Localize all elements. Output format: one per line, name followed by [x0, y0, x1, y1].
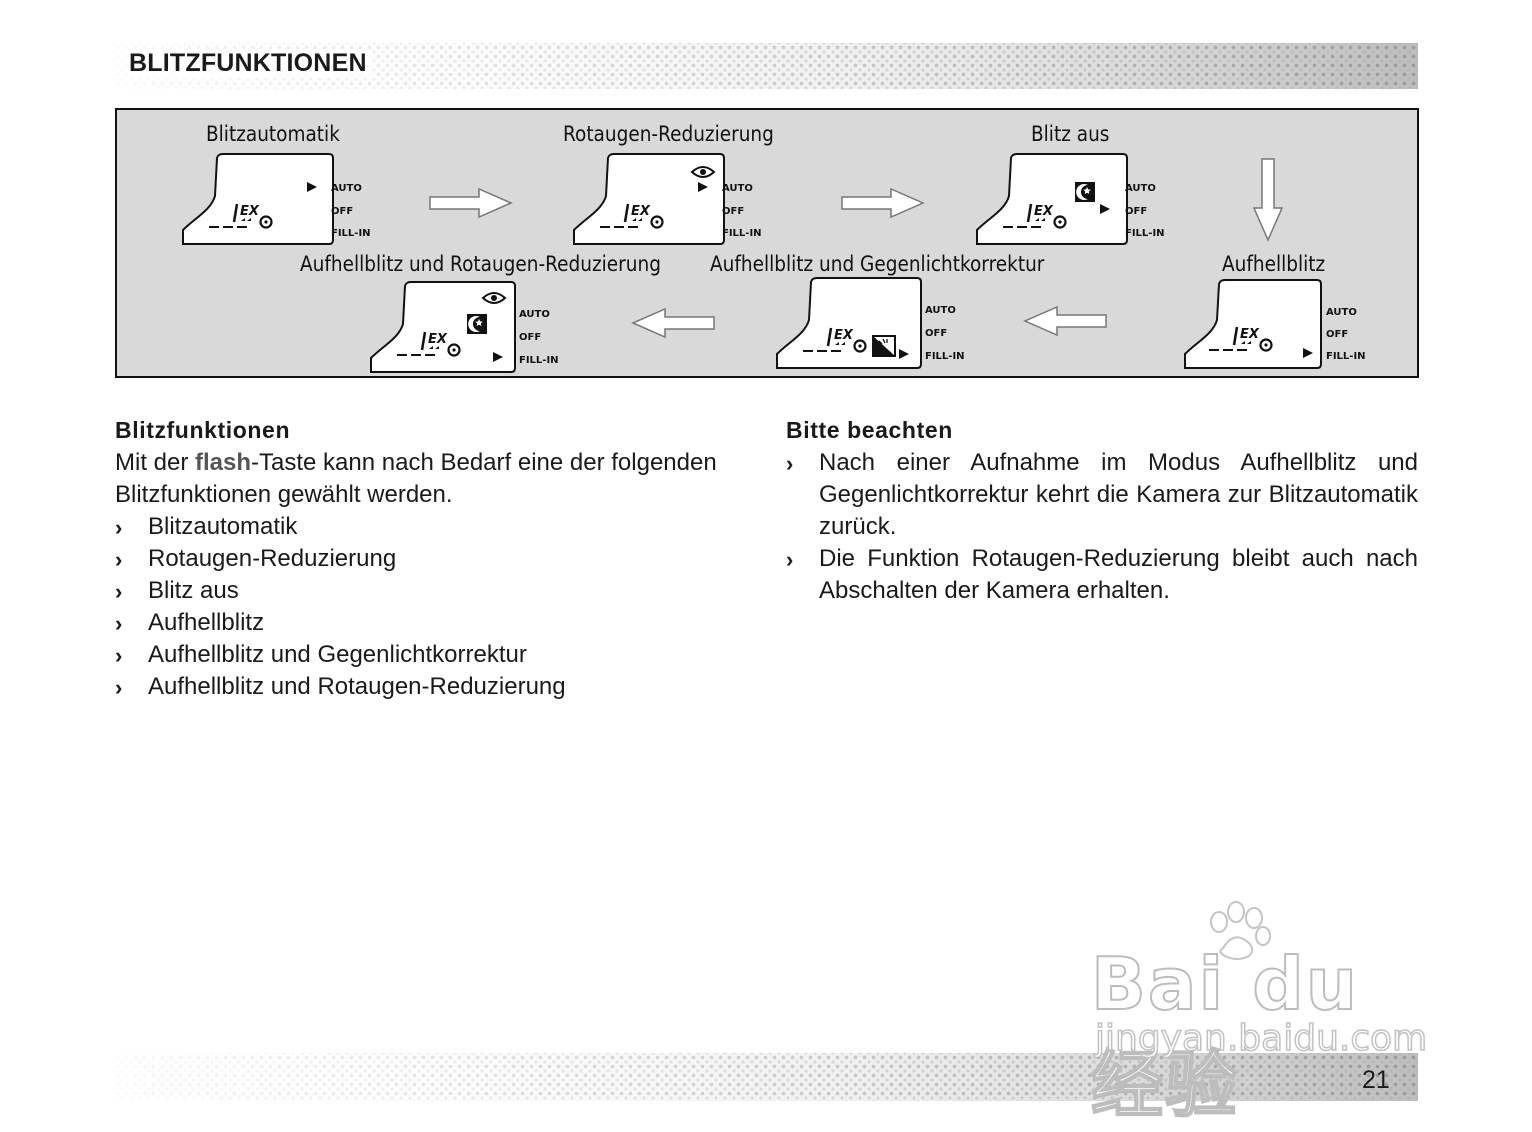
footer-band	[113, 1053, 1418, 1101]
section-heading: Blitzfunktionen	[115, 417, 291, 443]
moon-star-icon	[1075, 182, 1095, 202]
chevron-right-icon: ›	[786, 547, 794, 572]
frame-counter-icon: EX	[397, 331, 461, 357]
frame-counter-icon: EX	[1003, 203, 1067, 229]
mode-label-fill-backlight: Aufhellblitz und Gegenlichtkorrektur	[710, 252, 1045, 276]
svg-text:EX: EX	[1034, 204, 1054, 219]
svg-text:FILL-IN: FILL-IN	[925, 351, 965, 362]
lcd-display-fill-redeye: EX AUTO OFF FILL-IN	[369, 280, 569, 376]
paw-logo-icon	[1210, 901, 1271, 960]
watermark-url: jingyan.baidu.com	[1094, 1017, 1428, 1060]
triangle-pointer-icon	[493, 352, 503, 362]
notes-list: ›Nach einer Aufnahme im Modus Aufhellbli…	[786, 447, 1418, 607]
mode-label-off: Blitz aus	[1031, 122, 1110, 146]
chevron-right-icon: ›	[786, 451, 794, 476]
flash-functions-section: Blitzfunktionen Mit der flash-Taste kann…	[115, 415, 749, 703]
lcd-display-auto: EX AUTO OFF FILL-IN	[181, 152, 381, 248]
svg-text:OFF: OFF	[1326, 329, 1348, 340]
svg-text:EX: EX	[631, 204, 651, 219]
flow-arrow-icon	[841, 187, 925, 223]
page-number: 21	[1362, 1066, 1390, 1094]
list-item: ›Aufhellblitz und Rotaugen-Reduzierung	[115, 671, 749, 703]
flow-arrow-icon	[1252, 158, 1284, 247]
frame-counter-icon: EX	[209, 203, 273, 229]
frame-counter-icon: EX	[600, 203, 664, 229]
svg-text:FILL-IN: FILL-IN	[519, 355, 559, 366]
watermark-brand: Bai du 经验	[1090, 941, 1360, 1128]
list-item: ›Die Funktion Rotaugen-Reduzierung bleib…	[786, 545, 1418, 604]
lcd-label-off: OFF	[331, 206, 353, 217]
svg-text:OFF: OFF	[1125, 206, 1147, 217]
flash-mode-diagram: Blitzautomatik Rotaugen-Reduzierung Blit…	[115, 108, 1419, 378]
lcd-display-off: EX AUTO OFF FILL-IN	[975, 152, 1175, 248]
svg-text:OFF: OFF	[925, 328, 947, 339]
page-title: BLITZFUNKTIONEN	[129, 49, 371, 78]
chevron-right-icon: ›	[115, 547, 123, 572]
svg-text:FILL-IN: FILL-IN	[1326, 351, 1366, 362]
mode-label-fill: Aufhellblitz	[1222, 252, 1326, 276]
lcd-label-auto: AUTO	[331, 183, 362, 194]
lcd-display-redeye: EX AUTO OFF FILL-IN	[572, 152, 772, 248]
list-item: ›Aufhellblitz und Gegenlichtkorrektur	[115, 639, 749, 671]
chevron-right-icon: ›	[115, 515, 123, 540]
flow-arrow-icon	[631, 307, 715, 343]
section-heading: Bitte beachten	[786, 417, 953, 443]
mode-label-fill-redeye: Aufhellblitz und Rotaugen-Reduzierung	[300, 252, 661, 276]
svg-text:OFF: OFF	[519, 332, 541, 343]
triangle-pointer-icon	[1100, 204, 1110, 214]
flow-arrow-icon	[1023, 305, 1107, 341]
svg-text:AUTO: AUTO	[1125, 183, 1156, 194]
triangle-pointer-icon	[899, 349, 909, 359]
svg-text:EX: EX	[1240, 327, 1260, 342]
intro-paragraph: Mit der flash-Taste kann nach Bedarf ein…	[115, 449, 717, 508]
chevron-right-icon: ›	[115, 643, 123, 668]
chevron-right-icon: ›	[115, 675, 123, 700]
frame-counter-icon: EX	[1209, 326, 1273, 352]
moon-star-icon	[467, 314, 487, 334]
flash-key-label: flash	[195, 449, 252, 476]
lcd-label-fill-in: FILL-IN	[331, 228, 371, 239]
triangle-pointer-icon	[1303, 348, 1313, 358]
lcd-display-fill: EX AUTO OFF FILL-IN	[1183, 278, 1383, 374]
flow-arrow-icon	[429, 187, 513, 223]
chevron-right-icon: ›	[115, 579, 123, 604]
svg-text:AUTO: AUTO	[519, 309, 550, 320]
frame-counter-icon: EX	[803, 327, 867, 353]
watermark: Bai du 经验 jingyan.baidu.com	[1085, 900, 1445, 1128]
eye-icon	[690, 166, 716, 178]
backlight-icon	[872, 335, 896, 357]
svg-text:EX: EX	[834, 328, 854, 343]
svg-text:AUTO: AUTO	[722, 183, 753, 194]
svg-text:OFF: OFF	[722, 206, 744, 217]
svg-text:EX: EX	[240, 204, 260, 219]
mode-label-auto: Blitzautomatik	[206, 122, 340, 146]
svg-text:AUTO: AUTO	[925, 305, 956, 316]
svg-text:EX: EX	[428, 332, 448, 347]
list-item: ›Rotaugen-Reduzierung	[115, 543, 749, 575]
chevron-right-icon: ›	[115, 611, 123, 636]
svg-text:AUTO: AUTO	[1326, 307, 1357, 318]
list-item: ›Blitz aus	[115, 575, 749, 607]
flash-mode-list: ›Blitzautomatik ›Rotaugen-Reduzierung ›B…	[115, 511, 749, 703]
lcd-display-fill-backlight: EX AUTO OFF FILL-IN	[775, 276, 975, 372]
triangle-pointer-icon	[698, 182, 708, 192]
svg-text:FILL-IN: FILL-IN	[1125, 228, 1165, 239]
list-item: ›Aufhellblitz	[115, 607, 749, 639]
notes-section: Bitte beachten ›Nach einer Aufnahme im M…	[786, 415, 1418, 607]
list-item: ›Nach einer Aufnahme im Modus Aufhellbli…	[786, 449, 1418, 540]
mode-label-redeye: Rotaugen-Reduzierung	[563, 122, 774, 146]
triangle-pointer-icon	[307, 182, 317, 192]
svg-text:FILL-IN: FILL-IN	[722, 228, 762, 239]
eye-icon	[481, 292, 507, 304]
list-item: ›Blitzautomatik	[115, 511, 749, 543]
